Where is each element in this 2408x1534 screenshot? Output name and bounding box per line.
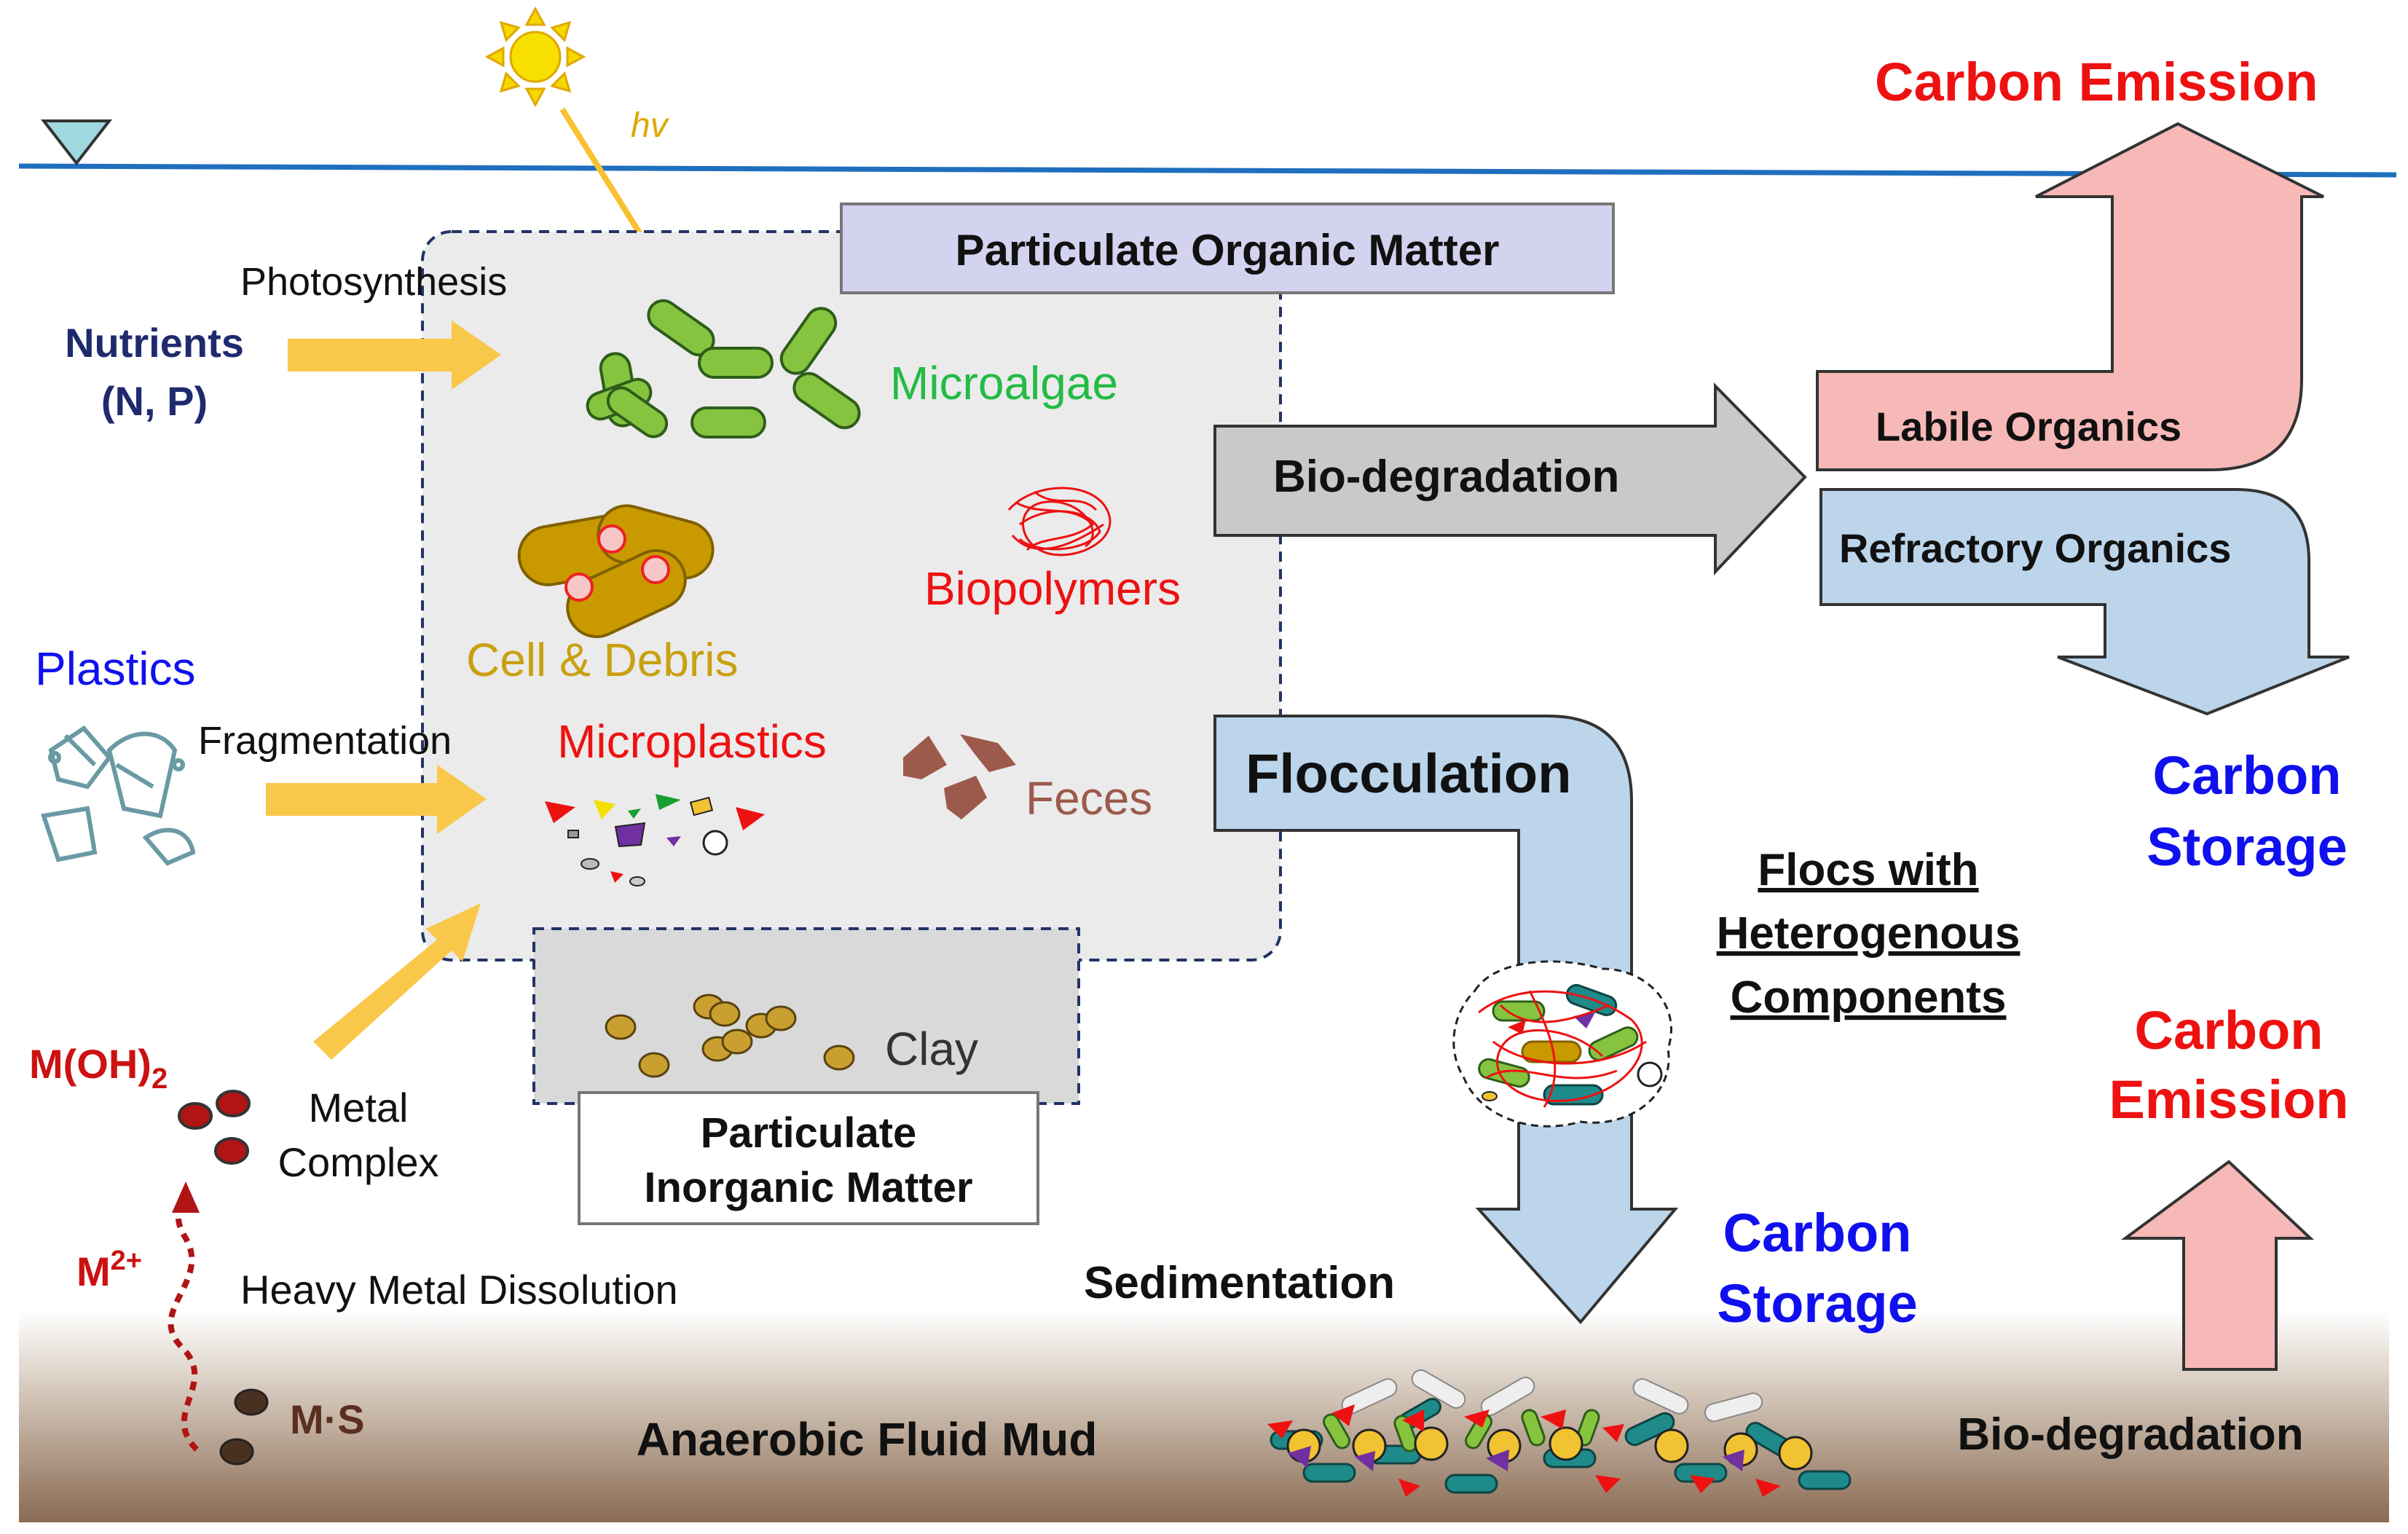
biopolymers-icon [1007,487,1111,556]
microplastics-label: Microplastics [557,715,827,768]
flocs-label-3: Components [1731,972,2007,1023]
nutrients-label-1: Nutrients [65,320,244,366]
hv-label: hv [631,106,670,145]
pim-label-1: Particulate [701,1109,917,1157]
cell-debris-icon [517,504,715,639]
microalgae-icon [586,299,861,438]
fragmentation-label: Fragmentation [198,719,452,763]
pim-label-2: Inorganic Matter [644,1164,972,1211]
biodegradation-arrow-label: Bio-degradation [1273,452,1619,502]
ms-label: M·S [290,1396,365,1442]
metal-hydroxide-label: M(OH)2 [29,1041,168,1095]
anaerobic-mud-label: Anaerobic Fluid Mud [637,1413,1098,1466]
metal-dissolution-path [168,1196,199,1452]
sun-icon [484,6,586,108]
feces-label: Feces [1026,772,1152,825]
refractory-organics-label: Refractory Organics [1839,525,2231,571]
carbon-storage-mid-2: Storage [1717,1273,1918,1334]
carbon-storage-right-1: Carbon [2153,745,2342,806]
mud-layer [19,1311,2389,1522]
flocs-label-1: Flocs with [1758,845,1978,895]
labile-organics-arrow [1816,122,2324,471]
fragmentation-arrow [266,765,487,834]
plastics-icon [41,725,196,866]
flocculation-label: Flocculation [1246,743,1572,805]
metal-complex-arrow [313,903,481,1060]
microplastics-icon [545,794,765,886]
carbon-emission-lower-arrow [2120,1160,2315,1371]
metal-complex-label-1: Metal [309,1085,409,1130]
sediment-floc-layer-icon [1267,1369,1852,1497]
refractory-organics-arrow [1819,488,2350,716]
metal-sulfide-dots-icon [219,1388,269,1466]
sedimentation-label: Sedimentation [1084,1258,1395,1308]
cell-debris-label: Cell & Debris [466,634,738,686]
plastics-label: Plastics [35,642,196,695]
carbon-emission-lower-2: Emission [2109,1069,2349,1130]
photosynthesis-arrow [288,320,501,390]
clay-label: Clay [885,1023,978,1075]
feces-icon [903,734,1016,819]
water-surface-line [18,163,2397,178]
carbon-emission-top-label: Carbon Emission [1875,52,2318,112]
metal-dissolution-arrowhead [172,1181,200,1213]
carbon-storage-mid-1: Carbon [1723,1203,1912,1263]
biodegradation-bottom-label: Bio-degradation [1957,1409,2303,1460]
biopolymers-label: Biopolymers [924,562,1181,615]
pom-title-box [840,202,1615,294]
pom-title: Particulate Organic Matter [956,226,1500,275]
flocculation-arrow [1213,715,1679,1325]
metal-complex-dots-icon [178,1090,251,1165]
floc-cluster-icon [1452,960,1672,1128]
pim-title-box [578,1091,1039,1225]
labile-organics-label: Labile Organics [1876,404,2181,449]
nutrients-label-2: (N, P) [101,378,208,424]
clay-particles-icon [605,994,855,1078]
metal-complex-label-2: Complex [278,1139,439,1185]
biodegradation-arrow [1213,382,1807,576]
photosynthesis-label: Photosynthesis [240,260,507,304]
carbon-emission-lower-1: Carbon [2135,1000,2324,1061]
microalgae-label: Microalgae [890,357,1118,409]
water-level-icon [40,119,113,166]
heavy-metal-label: Heavy Metal Dissolution [240,1267,678,1313]
carbon-storage-right-2: Storage [2147,817,2348,877]
m2plus-label: M2+ [76,1246,142,1294]
flocs-label-2: Heterogenous [1717,908,2021,959]
